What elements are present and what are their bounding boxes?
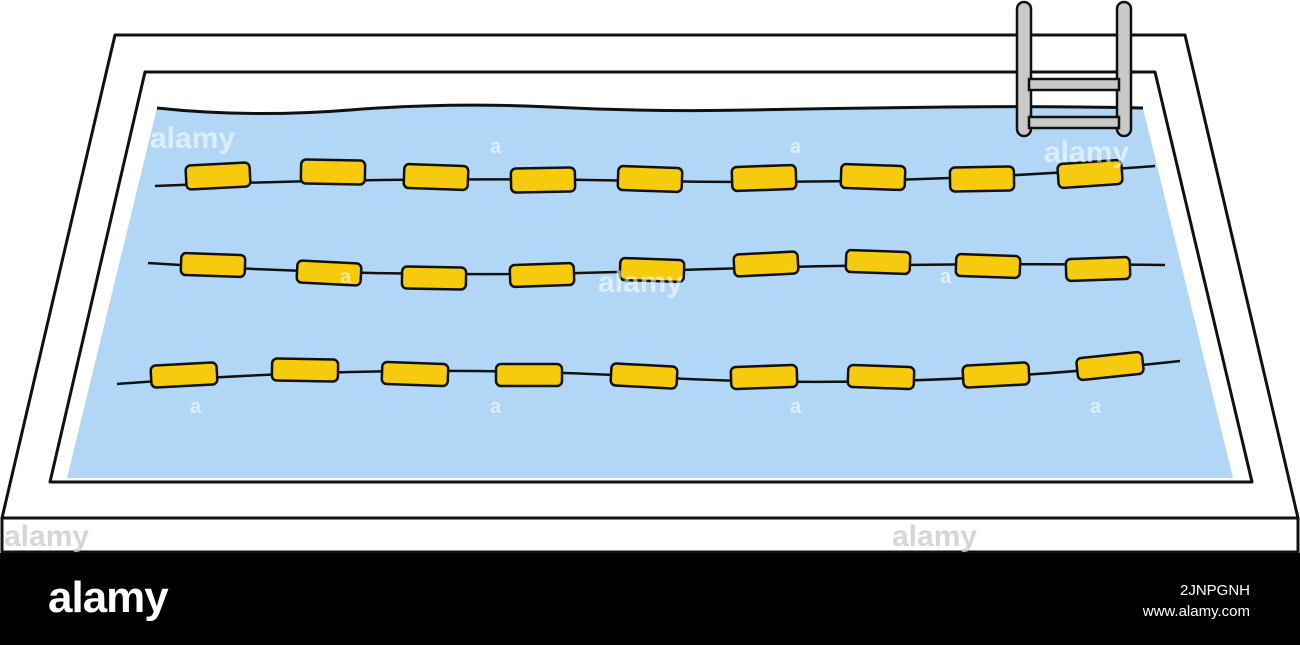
watermark-mark: a	[940, 266, 952, 288]
lane-float	[839, 162, 907, 192]
ladder-step	[1027, 77, 1121, 92]
lane-float	[299, 158, 367, 186]
lane-float	[149, 361, 219, 389]
footer-bar	[0, 553, 1300, 645]
lane-float	[846, 363, 916, 391]
lane-float	[1064, 255, 1132, 283]
footer-image-info: 2JNPGNH www.alamy.com	[1143, 580, 1250, 622]
pool-water	[67, 105, 1233, 479]
watermark-mark: a	[340, 266, 352, 288]
lane-float	[948, 165, 1016, 193]
lane-float	[380, 360, 450, 388]
lane-float	[179, 251, 247, 279]
watermark-mark: a	[490, 136, 502, 158]
lane-float	[729, 363, 799, 391]
watermark-mark: a	[790, 136, 802, 158]
lane-float	[954, 252, 1022, 280]
footer-url: www.alamy.com	[1142, 603, 1250, 620]
lane-float	[616, 164, 684, 194]
water-surface-line	[156, 103, 1144, 116]
lane-float	[732, 250, 800, 278]
lane-float	[402, 162, 470, 192]
lane-rope-3	[116, 350, 1181, 391]
watermark-mark: a	[490, 396, 502, 418]
footer-logo: alamy	[48, 573, 169, 622]
lane-float	[295, 259, 363, 287]
lane-float	[844, 248, 912, 276]
watermark-mark: a	[790, 396, 802, 418]
lane-float	[508, 261, 576, 289]
pool-deck-front	[0, 516, 1300, 554]
lane-rope-2	[147, 248, 1166, 291]
lane-float	[1056, 158, 1124, 190]
watermark-text: alamy	[598, 266, 683, 299]
lane-float	[494, 362, 564, 388]
lane-float	[1075, 350, 1145, 382]
lane-float	[730, 163, 798, 193]
watermark-text: alamy	[4, 520, 89, 553]
lane-float	[961, 361, 1031, 389]
lane-float	[270, 357, 340, 383]
watermark-mark: a	[1090, 396, 1102, 418]
ladder-rail-right	[1115, 0, 1133, 138]
lane-float	[184, 161, 252, 191]
lane-float	[400, 265, 468, 291]
watermark-layer: alamy alamy alamy alamy alamy a a a a a …	[4, 122, 1129, 553]
watermark-mark: a	[190, 396, 202, 418]
lane-rope-1	[154, 158, 1156, 194]
lane-float	[618, 256, 686, 284]
ladder-rail-left	[1015, 0, 1033, 138]
lane-float	[509, 166, 577, 194]
watermark-text: alamy	[1044, 136, 1129, 169]
lane-float	[609, 362, 679, 390]
watermark-text: alamy	[892, 520, 977, 553]
watermark-text: alamy	[150, 122, 235, 155]
pool-ladder-icon	[1015, 0, 1133, 138]
ladder-step	[1027, 115, 1121, 130]
footer-image-id: 2JNPGNH	[1179, 582, 1250, 599]
